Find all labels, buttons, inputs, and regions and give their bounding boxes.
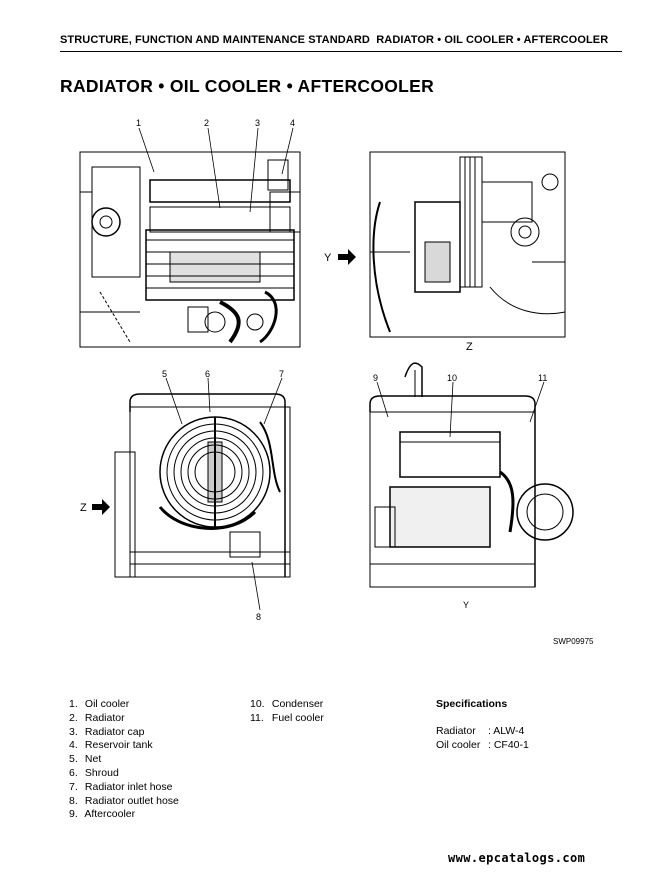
running-header: STRUCTURE, FUNCTION AND MAINTENANCE STAN… xyxy=(60,34,622,46)
specifications-heading: Specifications xyxy=(436,698,508,710)
z-view-label: Z xyxy=(466,341,473,353)
y-view-label: Y xyxy=(463,600,469,610)
legend-item: 3. Radiator cap xyxy=(69,725,145,738)
spec-row: Radiator: ALW-4 xyxy=(436,724,525,737)
callout-11: 11 xyxy=(538,373,547,383)
callout-5: 5 xyxy=(162,369,167,379)
z-arrow-label: Z xyxy=(80,502,87,514)
legend-item: 10. Condenser xyxy=(250,698,324,710)
view-markers-bottom-left: Z xyxy=(80,502,87,514)
callout-2: 2 xyxy=(204,118,209,128)
footer-url: www.epcatalogs.com xyxy=(448,851,586,865)
callout-6: 6 xyxy=(205,369,210,379)
callout-10: 10 xyxy=(447,373,457,383)
callout-labels-top-left: 1 2 3 4 xyxy=(136,118,295,128)
callouts-bottom-right xyxy=(376,381,545,438)
callout-8: 8 xyxy=(256,612,261,622)
legend-item: 2. Radiator xyxy=(69,711,125,724)
view-markers-top: Y Z xyxy=(324,252,473,353)
legend-item: 1. Oil cooler xyxy=(69,698,130,710)
view-top-right xyxy=(369,151,566,338)
specifications: Specifications Radiator: ALW-4 Oil coole… xyxy=(436,698,529,752)
header-rule xyxy=(60,51,622,52)
legend-column-1: 1. Oil cooler 2. Radiator 3. Radiator ca… xyxy=(69,698,179,822)
drawing-svg: 1 2 3 4 Y Z xyxy=(79,118,574,622)
callout-1: 1 xyxy=(136,118,141,128)
callouts-top-left xyxy=(138,127,294,213)
page-title: RADIATOR • OIL COOLER • AFTERCOOLER xyxy=(60,76,435,96)
spec-row: Oil cooler: CF40-1 xyxy=(436,738,529,751)
y-view-arrow xyxy=(338,249,356,265)
legend-item: 6. Shroud xyxy=(69,766,119,779)
header-section: STRUCTURE, FUNCTION AND MAINTENANCE STAN… xyxy=(60,34,370,46)
callout-labels-bottom-left: 5 6 7 8 xyxy=(162,369,284,622)
callout-9: 9 xyxy=(373,373,378,383)
callout-4: 4 xyxy=(290,118,295,128)
view-bottom-right xyxy=(369,362,574,588)
header-topic: RADIATOR • OIL COOLER • AFTERCOOLER xyxy=(376,34,609,46)
callouts-bottom-left xyxy=(165,377,283,611)
view-bottom-left xyxy=(114,393,291,578)
z-view-arrow xyxy=(92,499,110,515)
legend-item: 11. Fuel cooler xyxy=(250,711,324,724)
figure-code: SWP09975 xyxy=(553,637,594,646)
y-arrow-label: Y xyxy=(324,252,332,264)
technical-drawing: 1 2 3 4 Y Z xyxy=(70,112,590,652)
callout-3: 3 xyxy=(255,118,260,128)
callout-7: 7 xyxy=(279,369,284,379)
legend-item: 4. Reservoir tank xyxy=(69,739,153,752)
legend-item: 5. Net xyxy=(69,753,102,766)
callout-labels-bottom-right: 9 10 11 xyxy=(373,373,547,383)
legend-item: 8. Radiator outlet hose xyxy=(69,794,179,807)
legend-column-2: 10. Condenser 11. Fuel cooler xyxy=(250,698,324,726)
legend-item: 7. Radiator inlet hose xyxy=(69,780,173,793)
view-top-left xyxy=(79,151,301,348)
view-markers-bottom-right: Y xyxy=(463,600,469,610)
legend-item: 9. Aftercooler xyxy=(69,808,136,821)
